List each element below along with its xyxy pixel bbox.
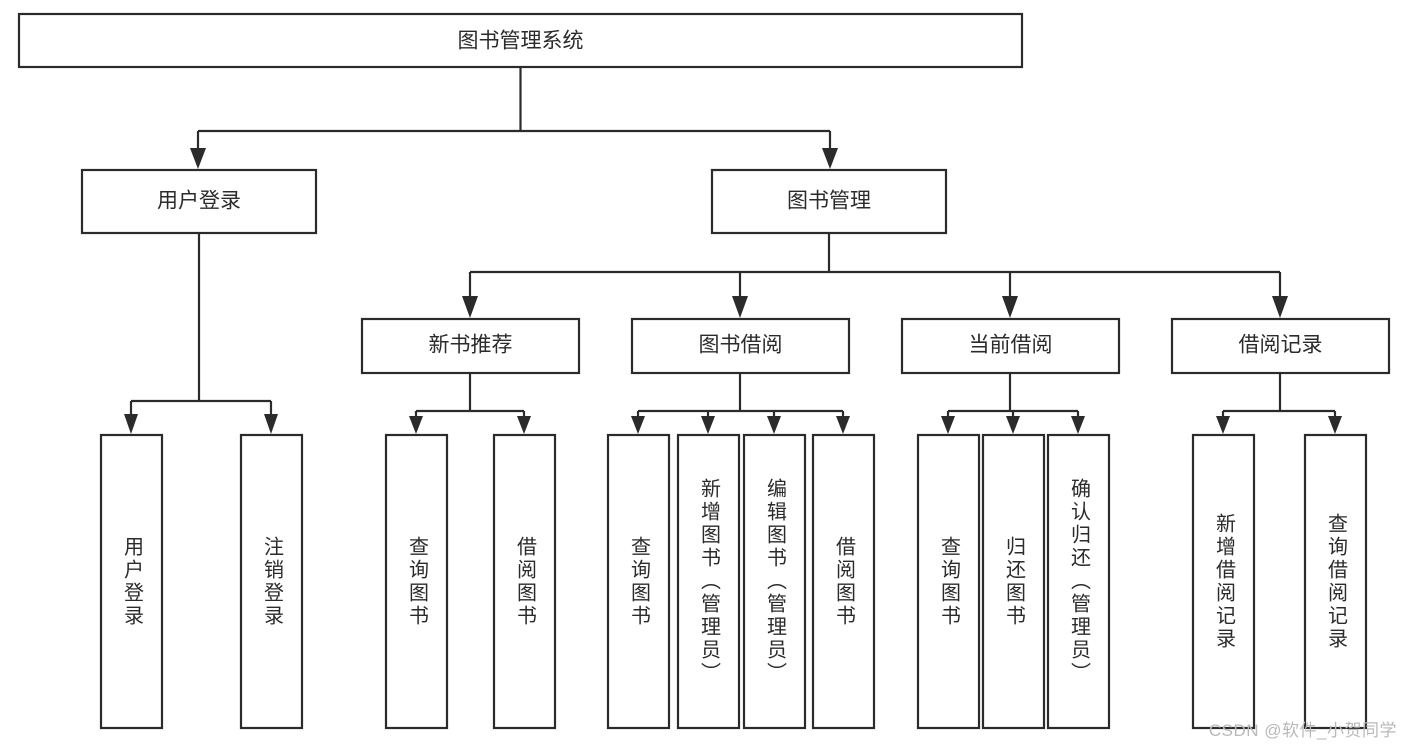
- edge-root-trunk: [190, 67, 838, 169]
- node-new-book-recommend[interactable]: 新书推荐: [360, 317, 581, 375]
- node-book-borrow[interactable]: 图书借阅: [630, 317, 851, 375]
- node-current-borrow-label: 当前借阅: [969, 334, 1053, 357]
- node-root[interactable]: 图书管理系统: [17, 12, 1024, 69]
- edge-new-book-recommend-children: [409, 373, 531, 434]
- leaf-box-return-book[interactable]: [981, 433, 1046, 730]
- leaf-box-borrow-book-2[interactable]: [811, 433, 876, 730]
- node-borrow-record-label: 借阅记录: [1239, 334, 1323, 357]
- leaf-box-query-book-2[interactable]: [606, 433, 671, 730]
- node-book-borrow-label: 图书借阅: [699, 334, 783, 357]
- node-new-book-recommend-label: 新书推荐: [429, 334, 513, 357]
- leaf-box-add-book[interactable]: [676, 433, 741, 730]
- leaf-box-query-record[interactable]: [1303, 433, 1368, 730]
- edge-current-borrow-children: [941, 373, 1085, 434]
- node-user-login-label: 用户登录: [157, 190, 241, 213]
- csdn-watermark: CSDN @软件_小贺同学: [1208, 721, 1397, 740]
- leaf-box-query-book-3[interactable]: [916, 433, 981, 730]
- edge-borrow-record-children: [1216, 373, 1342, 434]
- node-book-management-label: 图书管理: [787, 190, 871, 213]
- edge-user-login-children: [124, 233, 278, 434]
- node-book-management[interactable]: 图书管理: [710, 168, 948, 235]
- edge-book-management-children: [462, 233, 1288, 318]
- node-borrow-record[interactable]: 借阅记录: [1170, 317, 1391, 375]
- leaf-box-user-login[interactable]: [99, 433, 164, 730]
- leaf-box-borrow-book-1[interactable]: [492, 433, 557, 730]
- leaf-box-confirm-return[interactable]: [1046, 433, 1111, 730]
- leaf-box-add-record[interactable]: [1191, 433, 1256, 730]
- node-root-label: 图书管理系统: [458, 30, 584, 53]
- leaf-box-edit-book[interactable]: [742, 433, 807, 730]
- leaf-box-query-book-1[interactable]: [384, 433, 449, 730]
- node-current-borrow[interactable]: 当前借阅: [900, 317, 1121, 375]
- leaf-box-logout-login[interactable]: [239, 433, 304, 730]
- node-user-login[interactable]: 用户登录: [80, 168, 318, 235]
- edge-book-borrow-children: [631, 373, 850, 434]
